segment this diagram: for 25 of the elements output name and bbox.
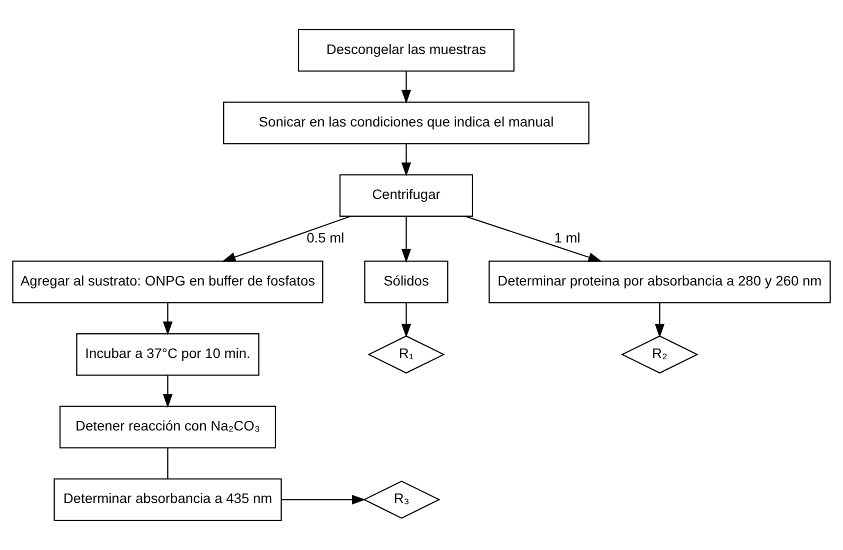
node-diamond: R₁: [368, 335, 445, 374]
arrow: [401, 216, 412, 263]
node-box: Incubar a 37°C por 10 min.: [76, 333, 260, 376]
arrow: [401, 144, 412, 176]
node-box: Sonicar en las condiciones que indica el manual: [223, 102, 590, 144]
node-box: Sólidos: [364, 260, 448, 304]
node-box: Agregar al sustrato: ONPG en buffer de fosfatos: [12, 260, 324, 304]
arrow: [282, 494, 366, 504]
connector: [167, 448, 168, 479]
arrow: [162, 376, 173, 408]
arrow: [654, 303, 665, 338]
arrow: [222, 216, 351, 262]
node-box: Descongelar las muestras: [298, 29, 515, 72]
arrow: [465, 216, 602, 262]
node-box: Centrifugar: [339, 174, 474, 217]
edge-label: 0.5 ml: [306, 229, 344, 246]
arrow: [401, 71, 412, 104]
node-diamond: R₃: [362, 480, 440, 519]
node-diamond: R₂: [620, 335, 698, 374]
node-box: Determinar absorbancia a 435 nm: [54, 478, 282, 521]
edge-label: 1 ml: [554, 229, 580, 246]
node-box: Determinar proteina por absorbancia a 280 y 260 nm: [488, 260, 831, 304]
arrow: [401, 303, 412, 338]
arrow: [162, 303, 173, 336]
node-box: Detener reacción con Na₂CO₃: [59, 406, 276, 448]
